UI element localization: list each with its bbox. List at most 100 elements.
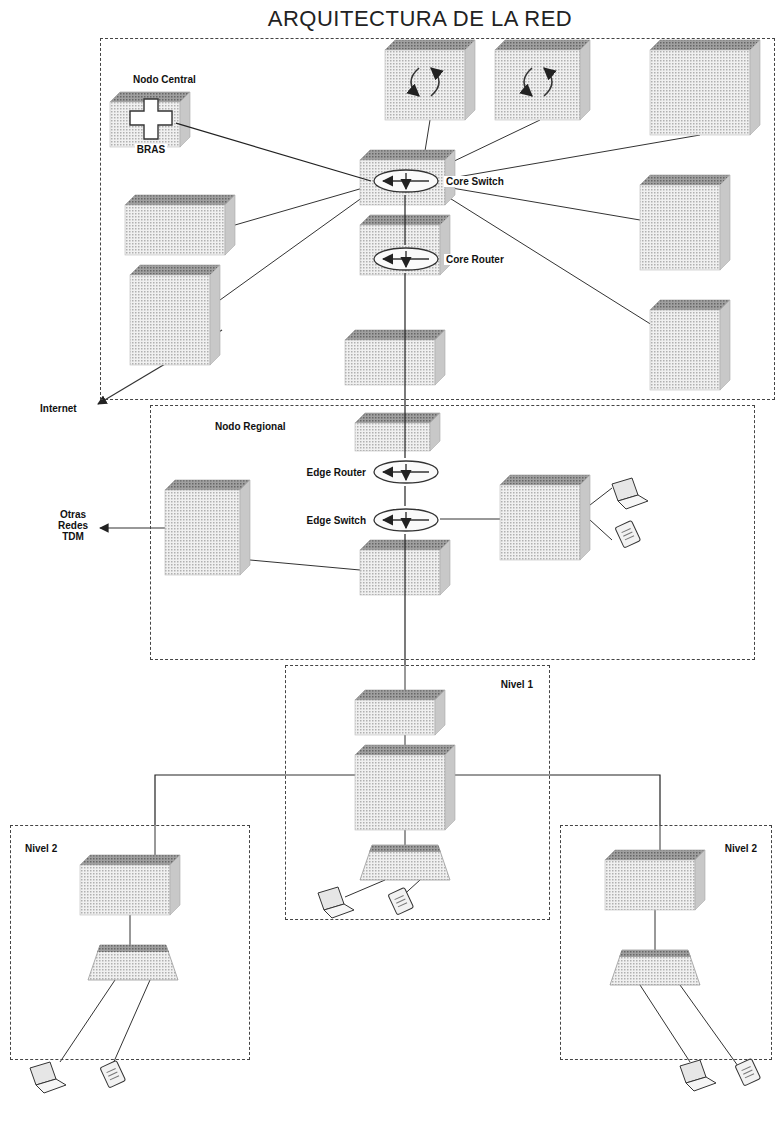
server-box [650, 40, 760, 135]
server-box [165, 480, 250, 575]
server-front [165, 490, 240, 575]
device-label: Edge Router [305, 467, 368, 478]
server-side [720, 300, 730, 390]
link-line [655, 910, 656, 950]
link-line [345, 880, 385, 897]
network-device: Edge Router [305, 458, 441, 486]
server-side [170, 855, 180, 915]
label-box: Internet [38, 398, 79, 416]
phone-icon [615, 520, 641, 548]
server-front [500, 485, 580, 560]
server-front [650, 310, 720, 390]
network-device: BRAS [126, 97, 176, 155]
switch-arrows [383, 173, 429, 189]
server-box [495, 40, 590, 120]
switch-body [374, 170, 438, 192]
region-heading-row: Nivel 2 [11, 826, 249, 856]
switch-icon [371, 245, 441, 273]
network-link [550, 775, 660, 825]
network-device: Core Router [371, 245, 506, 273]
cpe-top [97, 945, 169, 952]
phone-icon [100, 1060, 126, 1088]
server-side [580, 40, 590, 120]
server-box [500, 475, 590, 560]
server-box [605, 850, 705, 910]
link-line [130, 915, 131, 945]
link-line [112, 980, 150, 1066]
server-top [355, 690, 445, 700]
network-device: Edge Switch [305, 506, 441, 534]
server-top [125, 195, 235, 205]
server-box [80, 855, 180, 915]
server-front [355, 423, 430, 451]
server-front [385, 50, 465, 120]
tdm-arrow [100, 527, 165, 528]
server-side [580, 475, 590, 560]
link-line [60, 980, 115, 1062]
switch-body [374, 248, 438, 270]
server-front [360, 160, 445, 205]
network-link [404, 273, 405, 458]
cpe-top [369, 845, 441, 852]
server-front [605, 860, 695, 910]
region-heading: Nodo Central [131, 74, 198, 85]
switch-icon [371, 167, 441, 195]
server-box [345, 330, 445, 385]
link-line [440, 192, 660, 330]
server-front [650, 50, 750, 135]
server-front [495, 50, 580, 120]
network-label: Internet [38, 403, 79, 414]
link-line [455, 775, 550, 776]
switch-icon [371, 506, 441, 534]
network-region: Nivel 2 [560, 825, 772, 1060]
server-top [165, 480, 250, 490]
server-box [360, 150, 455, 205]
link-line [155, 825, 156, 855]
region-heading: Nivel 2 [23, 843, 59, 854]
server-top [80, 855, 180, 865]
server-side [210, 265, 220, 365]
switch-arrows [383, 512, 429, 528]
laptop-base [686, 1077, 716, 1091]
server-front [345, 340, 435, 385]
switch-body [374, 461, 438, 483]
phone-body [615, 520, 641, 548]
link-line [590, 488, 612, 505]
title-box: ARQUITECTURA DE LA RED [130, 6, 710, 32]
server-side [225, 195, 235, 255]
link-line [680, 985, 738, 1066]
server-top [385, 40, 475, 50]
laptop-icon [612, 478, 648, 509]
cpe-device [610, 950, 700, 985]
network-region: Nodo RegionalEdge RouterEdge Switch [150, 405, 755, 660]
diagram-title: ARQUITECTURA DE LA RED [268, 6, 572, 31]
server-top [130, 265, 220, 275]
link-line [405, 665, 406, 690]
device-label: Core Router [444, 254, 506, 265]
device-label: Edge Switch [305, 515, 368, 526]
server-top [360, 150, 455, 160]
server-front [360, 550, 440, 595]
phone-body [388, 887, 414, 915]
server-front [640, 185, 720, 270]
network-label: Otras Redes TDM [50, 509, 96, 542]
server-side [435, 690, 445, 735]
cpe-device [360, 845, 450, 880]
server-top [640, 175, 730, 185]
server-top [355, 745, 455, 755]
laptop-icon [680, 1060, 716, 1091]
server-front [125, 205, 225, 255]
link-line [220, 192, 370, 300]
laptop-base [618, 495, 648, 509]
server-side [430, 413, 440, 451]
server-front [130, 275, 210, 365]
device-label: Core Switch [444, 176, 506, 187]
server-box [110, 92, 190, 147]
laptop-base [36, 1079, 66, 1093]
server-top [650, 300, 730, 310]
server-front [80, 865, 170, 915]
server-side [240, 480, 250, 575]
server-side [440, 215, 450, 275]
link-line [285, 775, 355, 776]
